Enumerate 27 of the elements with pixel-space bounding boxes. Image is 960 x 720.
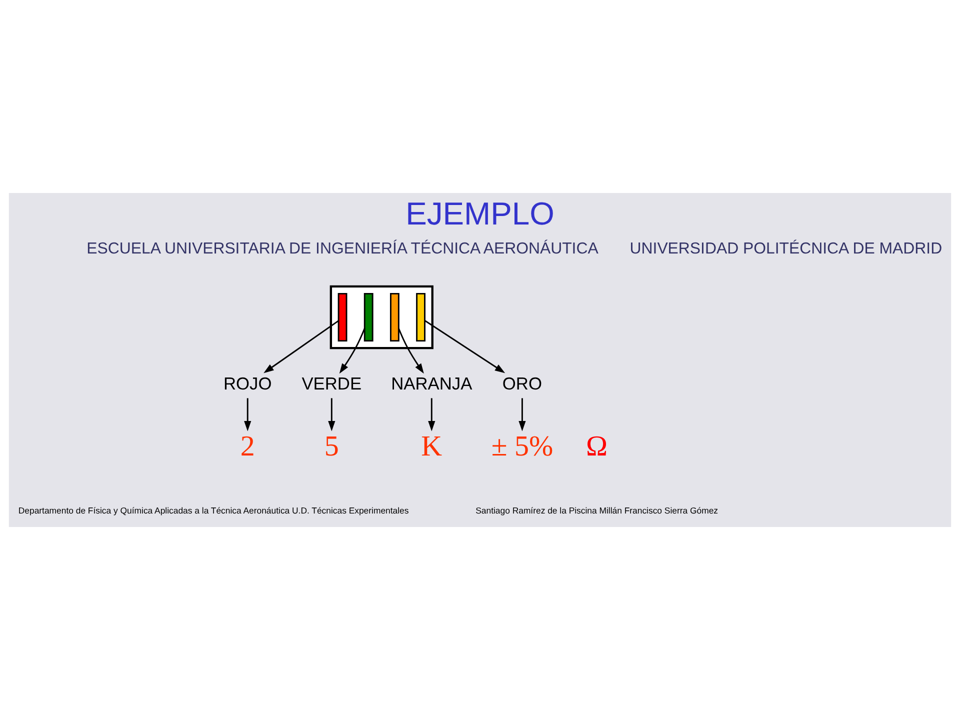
node-text: 2	[240, 430, 255, 462]
label: ESCUELA UNIVERSITARIA DE INGENIERÍA TÉCNICA AERONÁUTICA	[86, 240, 598, 258]
node-text: ORO	[502, 373, 542, 394]
arrow	[424, 320, 506, 374]
node-text: K	[421, 430, 442, 462]
cluster	[330, 285, 434, 350]
label: UNIVERSIDAD POLITÉCNICA DE MADRID	[630, 240, 942, 258]
arrow	[264, 320, 339, 374]
arrow	[339, 328, 366, 374]
node-text: ROJO	[223, 373, 272, 394]
arrow	[518, 398, 526, 432]
node-bar	[390, 292, 400, 342]
node-bar	[338, 292, 348, 342]
arrow	[328, 398, 336, 432]
arrow	[244, 398, 252, 432]
arrow	[428, 398, 436, 432]
label: Ω	[586, 430, 608, 462]
node-bar	[364, 292, 374, 342]
arrow	[398, 328, 424, 374]
label: Departamento de Física y Química Aplicadas a la Técnica Aeronáutica U.D. Técnicas Experimentales	[18, 505, 409, 516]
node-text: 5	[324, 430, 339, 462]
node-bar	[416, 292, 426, 342]
label: Santiago Ramírez de la Piscina Millán Francisco Sierra Gómez	[476, 505, 718, 516]
diagram-title: EJEMPLO	[406, 195, 554, 232]
node-text: VERDE	[302, 373, 362, 394]
node-text: ± 5%	[491, 430, 554, 462]
node-text: NARANJA	[391, 373, 472, 394]
